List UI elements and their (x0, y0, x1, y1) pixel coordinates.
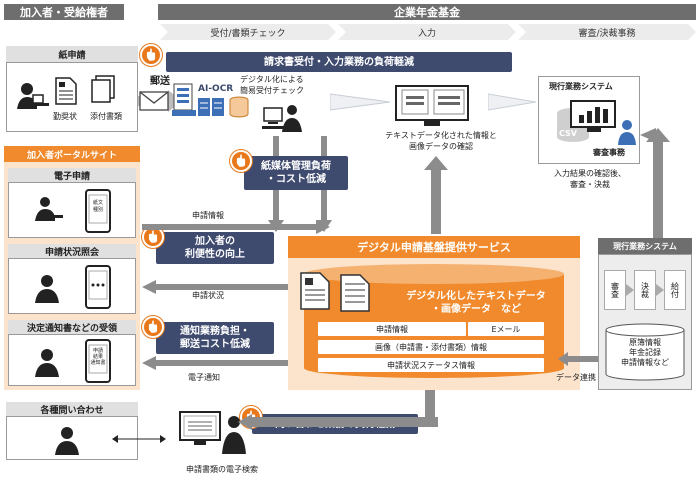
arrow-label-status: 申請状況 (192, 291, 224, 300)
flow-step-review: 審査 (604, 270, 626, 310)
hand-icon (140, 44, 162, 66)
flow-step-payment: 給付 (664, 270, 686, 310)
portal-section-title: 決定通知書などの受領 (8, 320, 136, 334)
current-system-top-title: 現行業務システム (549, 82, 613, 91)
left-arrow-head (640, 128, 656, 142)
reviewer-person-icon (618, 120, 636, 145)
document-icon (300, 272, 330, 310)
phone-screen-text: 紙文 種別 (92, 200, 103, 213)
smartphone-icon (85, 265, 111, 309)
banner-reception-input-load: 請求書受付・入力業務の負荷軽減 (166, 52, 512, 72)
current-system-top-caption: 入力結果の確認後、 審査・決裁 (554, 169, 626, 189)
hand-icon (230, 150, 252, 172)
person-writing-icon (35, 197, 63, 221)
portal-section-box (8, 258, 136, 314)
paper-item-label: 勤奨状 (53, 112, 77, 121)
text-data-caption: テキストデータ化された情報と 画像データの確認 (385, 131, 497, 151)
flow-step-approval: 決裁 (634, 270, 656, 310)
header-subscribers: 加入者・受給権者 (4, 4, 124, 20)
arrow-label-apply-info: 申請情報 (192, 211, 224, 220)
phase-input: 入力 (338, 24, 516, 40)
document-icon (55, 77, 77, 105)
current-system-right-title: 現行業務システム (598, 238, 692, 254)
paper-title: 紙申請 (6, 46, 138, 62)
hand-icon (142, 226, 164, 248)
portal-section-title: 電子申請 (8, 168, 136, 182)
portal-section-box: 申請 結果 通知書 (8, 334, 136, 386)
mail-envelope-icon (138, 90, 182, 112)
platform-db-title: デジタル化したテキストデータ ・画像データ など (406, 291, 546, 315)
banner-paper-management: 紙媒体管理負荷 ・コスト低減 (244, 156, 348, 190)
csv-label: CSV (559, 129, 577, 138)
ai-ocr-label: AI-OCR (198, 84, 234, 94)
up-arrow (646, 128, 670, 240)
smartphone-icon (85, 339, 111, 383)
ocr-caption: デジタル化による 簡易受付チェック (240, 75, 304, 95)
left-arrow (142, 356, 288, 370)
chevron-right-icon (626, 284, 634, 296)
monitor-text-image-icon (395, 85, 469, 126)
banner-notification-cost: 通知業務負担・ 郵送コスト低減 (156, 322, 274, 354)
phase-reception: 受付/書類チェック (160, 24, 336, 40)
ledger-db-text: 原簿情報 年金記録 申請情報など (621, 338, 669, 367)
down-connector (425, 390, 435, 424)
bidirectional-arrow (558, 352, 608, 366)
portal-section-title: 申請状況照会 (8, 244, 136, 258)
banner-text: 紙媒体管理負荷 ・コスト低減 (261, 161, 331, 185)
portal-title: 加入者ポータルサイト (4, 146, 140, 162)
banner-user-convenience: 加入者の 利便性の向上 (156, 232, 274, 264)
person-icon (55, 427, 79, 455)
bidirectional-line-arrow (112, 435, 166, 443)
flow-arrow-triangle (330, 93, 390, 111)
chart-monitor-icon (570, 100, 616, 132)
platform-row: 申請情報 (318, 322, 466, 336)
person-at-desk-icon (17, 83, 49, 109)
phase-review: 審査/決裁事務 (518, 24, 696, 40)
stacked-documents-icon (91, 75, 115, 103)
left-arrow (238, 414, 438, 430)
database-icon (229, 96, 249, 118)
person-icon (35, 275, 59, 303)
platform-row: 画像（申請書・添付書類）情報 (318, 340, 544, 354)
inquiry-title: 各種問い合わせ (6, 402, 138, 416)
platform-row: Eメール (468, 322, 544, 336)
paper-box: 勤奨状 添付書類 (6, 62, 138, 132)
scanner-document-icon (172, 83, 196, 116)
banner-text: 請求書受付・入力業務の負荷軽減 (264, 56, 414, 68)
reviewer-label: 審査事務 (593, 148, 625, 157)
right-arrow (142, 220, 330, 234)
hand-icon (142, 316, 164, 338)
mail-label: 郵送 (150, 76, 170, 87)
person-icon (35, 349, 59, 377)
operator-search-icon (179, 411, 246, 454)
chevron-right-icon (656, 284, 664, 296)
search-caption: 申請書類の電子検索 (186, 465, 258, 474)
banner-text: 加入者の 利便性の向上 (185, 236, 245, 260)
data-link-label: データ連携 (556, 373, 596, 382)
left-arrow (142, 280, 288, 294)
smartphone-icon (85, 189, 111, 233)
operator-at-pc-icon (262, 105, 302, 132)
up-arrow (424, 156, 448, 234)
document-icon (340, 274, 370, 312)
phone-screen-text: 申請 結果 通知書 (90, 348, 106, 366)
paper-item-label: 添付書類 (90, 112, 122, 121)
platform-row: 申請状況ステータス情報 (318, 358, 544, 372)
arrow-label-notice: 電子通知 (188, 373, 220, 382)
banner-text: 通知業務負担・ 郵送コスト低減 (180, 326, 250, 350)
current-system-top-box: 現行業務システム CSV 審査事務 (538, 76, 640, 164)
flow-arrow-triangle (488, 93, 536, 111)
portal-section-box: 紙文 種別 (8, 182, 136, 238)
ai-ocr-server-icon (198, 98, 224, 116)
header-pension-fund: 企業年金基金 (158, 4, 696, 20)
platform-title: デジタル申請基盤提供サービス (288, 236, 580, 258)
ledger-database-icon (605, 323, 685, 381)
